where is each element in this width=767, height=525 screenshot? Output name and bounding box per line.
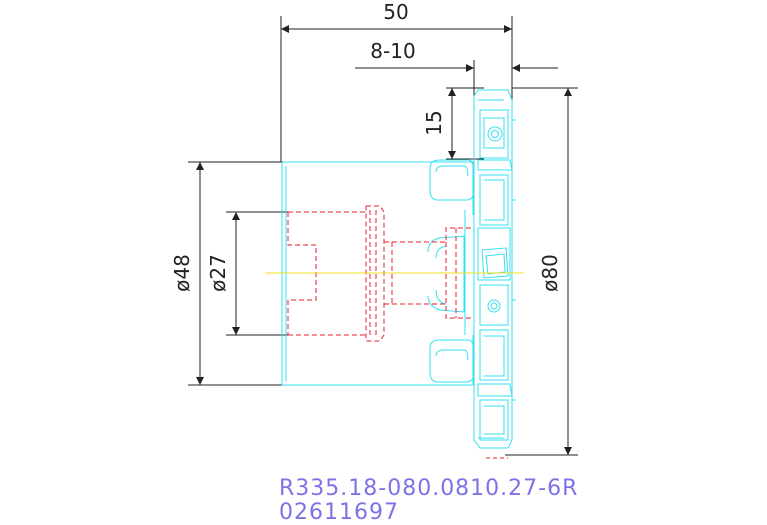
dim-cutter-diameter-label: ø80: [538, 254, 562, 292]
cutter-body-outline: [281, 89, 516, 449]
dim-overall-length-label: 50: [383, 0, 408, 24]
dim-bore-inner-label: ø27: [206, 254, 230, 292]
dim-insert-range-label: 8-10: [370, 39, 415, 63]
dim-insert-height-label: 15: [422, 110, 446, 135]
dimension-lines: [188, 16, 578, 456]
dim-bore-outer-label: ø48: [170, 254, 194, 292]
part-designation: R335.18-080.0810.27-6R: [279, 476, 579, 501]
part-item-number: 02611697: [279, 500, 399, 525]
